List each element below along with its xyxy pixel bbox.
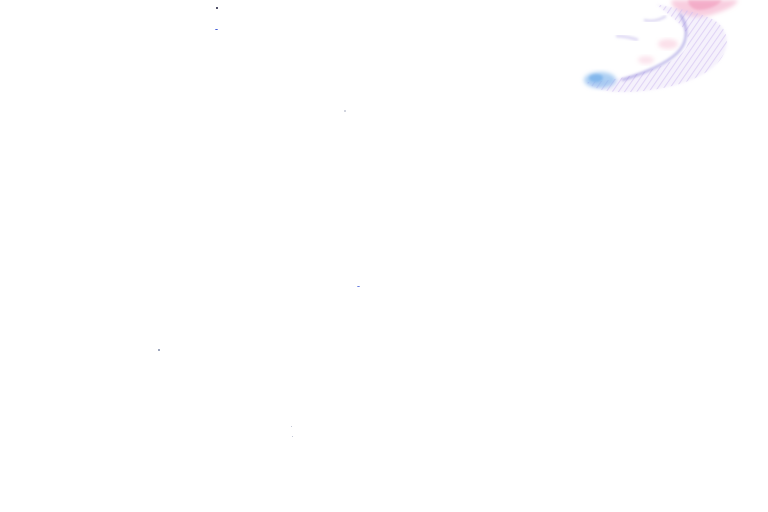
watercolor-brush-stroke-icon [560, 0, 768, 120]
speck-gray [292, 436, 293, 437]
speck-gray [344, 110, 346, 112]
speck-blue [215, 29, 218, 30]
speck-gray [291, 426, 292, 427]
speck-blue [357, 286, 360, 287]
speck-dark [216, 7, 218, 9]
speck-gray [158, 349, 160, 351]
